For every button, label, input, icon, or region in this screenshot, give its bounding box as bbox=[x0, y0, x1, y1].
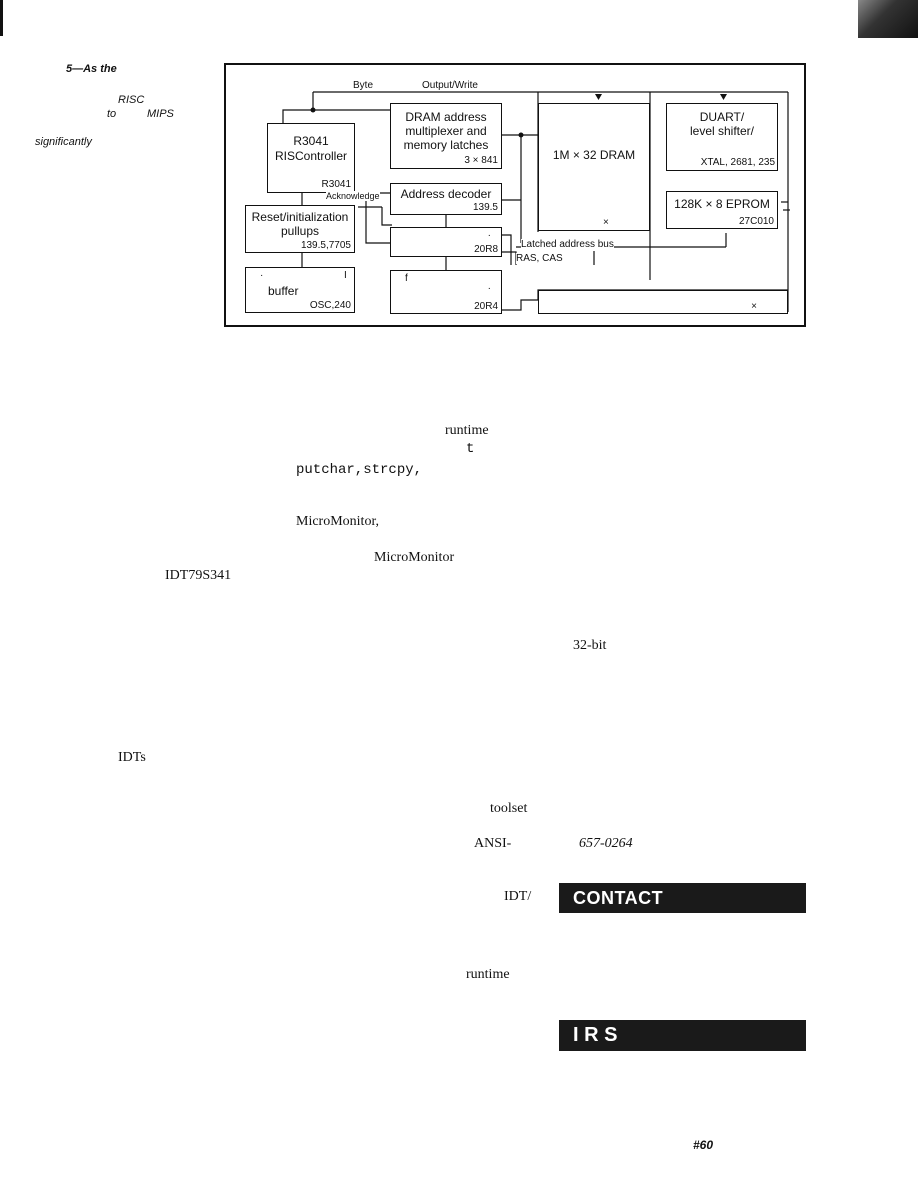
text-idt-slash: IDT/ bbox=[504, 889, 532, 904]
address-decoder-part: 139.5 bbox=[472, 202, 498, 213]
duart-part: XTAL, 2681, 235 bbox=[700, 157, 775, 168]
address-decoder-label: Address decoder bbox=[400, 187, 492, 201]
dram-mux-line2: multiplexer and bbox=[405, 124, 487, 138]
text-idt79s341: IDT79S341 bbox=[165, 568, 232, 583]
pal-20r4-part: 20R4 bbox=[474, 301, 498, 312]
dram-block: 1M × 32 DRAM × bbox=[538, 103, 650, 231]
latched-bus-label: Latched address bus bbox=[521, 239, 614, 250]
pal-20r8-mark: · bbox=[487, 230, 491, 241]
dram-mux-line3: memory latches bbox=[403, 138, 489, 152]
dram-mux-part: 3 × 841 bbox=[464, 155, 498, 166]
reset-part: 139.5,7705 bbox=[300, 240, 351, 251]
duart-line2: level shifter/ bbox=[689, 124, 755, 138]
output-write-label: Output/Write bbox=[422, 80, 478, 91]
buffer-block: · I buffer OSC,240 bbox=[245, 267, 355, 313]
buffer-label: buffer bbox=[268, 284, 299, 298]
dram-part: × bbox=[603, 217, 609, 228]
text-t: t bbox=[466, 441, 475, 457]
text-runtime-2: runtime bbox=[466, 967, 510, 982]
eprom-part: 27C010 bbox=[738, 216, 774, 227]
page-reference: #60 bbox=[693, 1138, 714, 1152]
duart-line1: DUART/ bbox=[699, 110, 745, 124]
corner-decoration bbox=[858, 0, 918, 38]
r3041-part: R3041 bbox=[321, 179, 351, 190]
caption-line-2: RISC bbox=[118, 94, 145, 106]
pal-20r4-block: f · 20R4 bbox=[390, 270, 502, 314]
pal-20r4-mark: · bbox=[487, 283, 491, 294]
r3041-subtitle: RISController bbox=[274, 149, 348, 163]
pal-20r8-part: 20R8 bbox=[474, 244, 498, 255]
caption-line-3a: to bbox=[107, 108, 117, 120]
pal-20r4-text: f bbox=[405, 273, 408, 284]
left-edge-rule bbox=[0, 0, 3, 36]
eprom-label: 128K × 8 EPROM bbox=[674, 197, 770, 211]
reset-block: Reset/initialization pullups 139.5,7705 bbox=[245, 205, 355, 253]
block-diagram: Byte Output/Write R3041 RISController R3… bbox=[224, 63, 806, 327]
dram-mux-block: DRAM address multiplexer and memory latc… bbox=[390, 103, 502, 169]
duart-block: DUART/ level shifter/ XTAL, 2681, 235 bbox=[666, 103, 778, 171]
eprom-block: 128K × 8 EPROM 27C010 bbox=[666, 191, 778, 229]
text-funcs: putchar,strcpy, bbox=[296, 462, 423, 478]
reset-line1: Reset/initialization bbox=[251, 210, 349, 224]
text-micromonitor-2: MicroMonitor bbox=[374, 550, 455, 565]
caption-line-3b: MIPS bbox=[147, 108, 174, 120]
irs-section-bar: I R S bbox=[559, 1020, 806, 1051]
text-runtime-1: runtime bbox=[445, 423, 489, 438]
buffer-part: OSC,240 bbox=[309, 300, 351, 311]
text-toolset: toolset bbox=[490, 801, 528, 816]
text-micromonitor-1: MicroMonitor, bbox=[296, 514, 380, 529]
irs-heading: I R S bbox=[573, 1024, 618, 1046]
reset-line2: pullups bbox=[280, 224, 320, 238]
buffer-mark-2: I bbox=[344, 270, 347, 281]
bottom-right-part: × bbox=[751, 301, 757, 312]
r3041-block: R3041 RISController R3041 bbox=[267, 123, 355, 193]
caption-line-1: 5—As the bbox=[66, 63, 117, 75]
contact-heading: CONTACT bbox=[573, 888, 664, 908]
text-32bit: 32-bit bbox=[573, 638, 607, 653]
buffer-mark-1: · bbox=[260, 270, 264, 281]
r3041-title: R3041 bbox=[293, 134, 329, 148]
dram-label: 1M × 32 DRAM bbox=[552, 148, 636, 162]
acknowledge-label: Acknowledge bbox=[326, 191, 380, 201]
text-phone: 657-0264 bbox=[579, 836, 633, 851]
text-ansi: ANSI- bbox=[474, 836, 512, 851]
caption-line-4: significantly bbox=[35, 136, 92, 148]
pal-20r8-block: · 20R8 bbox=[390, 227, 502, 257]
dram-mux-line1: DRAM address bbox=[405, 110, 487, 124]
contact-section-bar: CONTACT bbox=[559, 883, 806, 913]
text-idts: IDTs bbox=[118, 750, 146, 765]
address-decoder-block: Address decoder 139.5 bbox=[390, 183, 502, 215]
byte-label: Byte bbox=[353, 80, 374, 91]
ras-cas-label: RAS, CAS bbox=[516, 253, 563, 264]
bottom-right-block: × bbox=[538, 290, 788, 314]
